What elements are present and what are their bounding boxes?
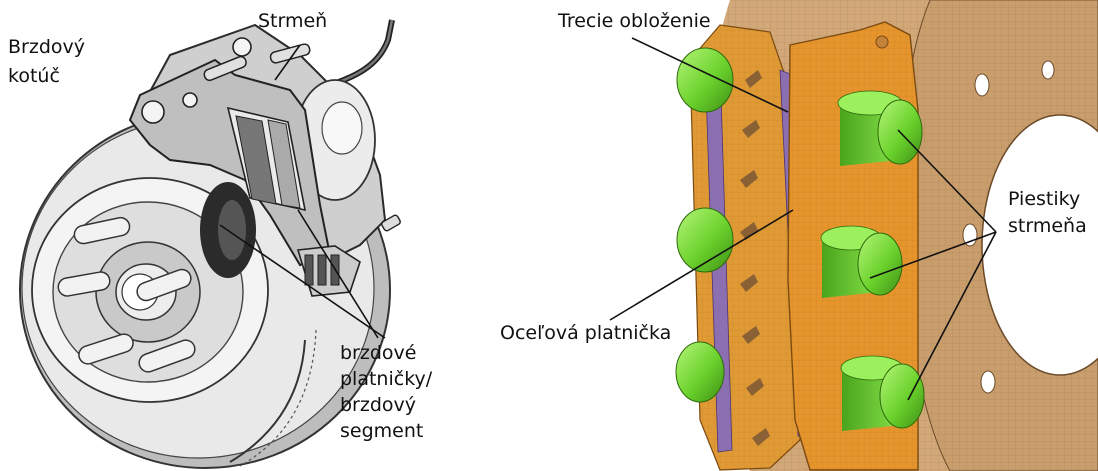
label-steel-plate: Oceľová platnička	[500, 322, 671, 345]
label-brake-pads-line-4: segment	[340, 420, 432, 443]
label-friction-lining-text: Trecie obloženie	[558, 10, 711, 32]
label-brake-disc: Brzdový kotúč	[8, 36, 85, 88]
label-caliper-text: Strmeň	[258, 10, 327, 32]
label-caliper-pistons-line-2: strmeňa	[1008, 215, 1087, 238]
label-brake-disc-line-1: Brzdový	[8, 36, 85, 59]
label-caliper: Strmeň	[258, 10, 327, 33]
label-brake-pads-line-1: brzdové	[340, 342, 432, 365]
label-brake-pads: brzdové platničky/ brzdový segment	[340, 342, 432, 443]
label-brake-disc-line-2: kotúč	[8, 65, 85, 88]
label-friction-lining: Trecie obloženie	[558, 10, 711, 33]
label-steel-plate-text: Oceľová platnička	[500, 322, 671, 344]
label-brake-pads-line-3: brzdový	[340, 394, 432, 417]
piston-middle	[821, 226, 902, 298]
label-brake-pads-line-2: platničky/	[340, 368, 432, 391]
label-caliper-pistons-line-1: Piestiky	[1008, 188, 1087, 211]
label-caliper-pistons: Piestiky strmeňa	[1008, 188, 1087, 238]
